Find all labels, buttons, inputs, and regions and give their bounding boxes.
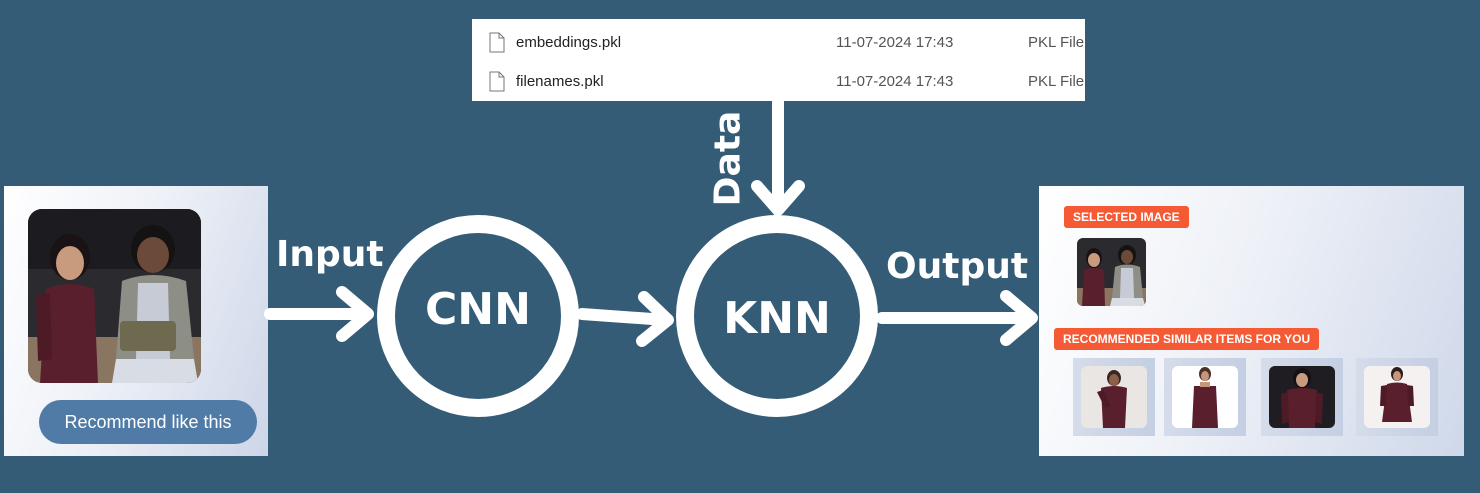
file-type: PKL File: [1028, 73, 1085, 90]
file-row-filenames[interactable]: filenames.pkl 11-07-2024 17:43 PKL File: [472, 63, 1085, 101]
input-photo: [28, 209, 201, 383]
recommended-item[interactable]: [1261, 358, 1343, 436]
file-date: 11-07-2024 17:43: [836, 73, 954, 90]
recommended-badge: RECOMMENDED SIMILAR ITEMS FOR YOU: [1054, 328, 1320, 350]
recommended-item[interactable]: [1073, 358, 1155, 436]
document-icon: [489, 71, 505, 92]
selected-image-badge: SELECTED IMAGE: [1064, 206, 1189, 228]
file-name: embeddings.pkl: [516, 34, 622, 51]
output-card: SELECTED IMAGE RECOMMENDED SIMILAR ITEMS…: [1039, 186, 1464, 456]
file-list: embeddings.pkl 11-07-2024 17:43 PKL File…: [472, 19, 1085, 101]
output-label: Output: [886, 246, 1029, 287]
recommended-item[interactable]: [1164, 358, 1246, 436]
data-label: Data: [707, 110, 749, 207]
input-label: Input: [276, 234, 384, 275]
file-row-embeddings[interactable]: embeddings.pkl 11-07-2024 17:43 PKL File: [472, 24, 1085, 62]
file-name: filenames.pkl: [516, 73, 604, 90]
knn-node-circle: [676, 215, 878, 417]
recommended-item[interactable]: [1356, 358, 1438, 436]
knn-label: KNN: [723, 293, 831, 344]
input-card: Recommend like this: [4, 186, 268, 456]
selected-image-thumb[interactable]: [1077, 238, 1146, 306]
cnn-to-knn-arrow: [576, 291, 674, 347]
output-arrow: [876, 290, 1038, 346]
input-arrow: [264, 286, 374, 342]
cnn-label: CNN: [425, 284, 531, 335]
file-type: PKL File: [1028, 34, 1085, 51]
cnn-node-circle: [377, 215, 579, 417]
document-icon: [489, 32, 505, 53]
data-arrow: [751, 94, 805, 216]
file-date: 11-07-2024 17:43: [836, 34, 954, 51]
recommend-button[interactable]: Recommend like this: [39, 400, 257, 444]
